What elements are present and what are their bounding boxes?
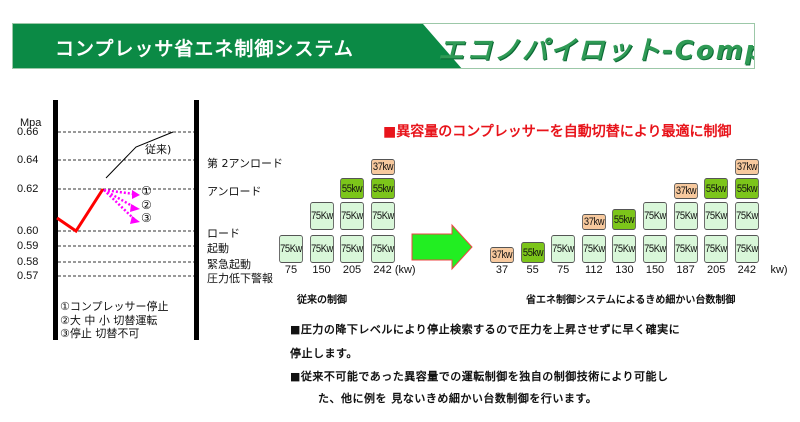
tick-label: 0.58	[17, 256, 39, 268]
level-label: 圧力低下警報	[207, 272, 273, 285]
kw-axis-label: 37	[495, 264, 509, 276]
compressor-block-75kw: 75Kw	[581, 235, 606, 263]
kw-axis-label: 242 (kw)	[373, 264, 416, 276]
legend-item: ②大 中 小 切替運転	[60, 313, 158, 327]
arrowhead-icon	[130, 204, 140, 212]
arrow-3	[103, 189, 135, 220]
marker-1: ①	[141, 184, 152, 198]
arrowhead-icon	[132, 190, 140, 199]
headline: ■異容量のコンプレッサーを自動切替により最適に制御	[383, 124, 732, 140]
banner-title: コンプレッサ省エネ制御システム	[55, 38, 354, 60]
level-label: 起動	[207, 242, 229, 255]
kw-unit: kw)	[770, 264, 788, 276]
header-banner: コンプレッサ省エネ制御システム エコノパイロット-Comp	[12, 23, 755, 69]
arrow-1	[103, 188, 135, 196]
compressor-block-75kw: 75Kw	[673, 202, 698, 230]
compressor-block-75kw: 75Kw	[370, 202, 395, 230]
compressor-block-75kw: 75Kw	[704, 235, 729, 263]
kw-axis-label: 205	[707, 264, 726, 276]
energy-saving-caption: 省エネ制御システムによるきめ細かい台数制御	[526, 295, 736, 306]
compressor-block-75kw: 75Kw	[370, 235, 395, 263]
conventional-caption: 従来の制御	[297, 295, 347, 306]
tick-label: 0.57	[17, 270, 39, 282]
compressor-block-75kw: 75Kw	[340, 235, 364, 263]
level-label: ロード	[207, 227, 240, 240]
kw-axis-label: 205	[342, 264, 362, 276]
note-line: ■従来不可能であった異容量での運転制御を独自の制御技術により可能し	[290, 370, 669, 383]
compressor-block-37kw: 37kw	[734, 159, 759, 175]
kw-axis-label: 150	[645, 264, 665, 276]
kw-axis-label: 75	[557, 264, 570, 276]
compressor-block-37kw: 37kw	[673, 183, 698, 199]
compressor-block-55kw: 55kw	[370, 178, 395, 199]
compressor-block-75kw: 75Kw	[279, 235, 303, 263]
compressor-block-75kw: 75Kw	[643, 202, 667, 230]
compressor-block-75kw: 75Kw	[643, 235, 667, 263]
compressor-block-37kw: 37kw	[370, 159, 395, 175]
legend-item: ①コンプレッサー停止	[60, 300, 169, 313]
left-axis-bar	[53, 100, 58, 340]
compressor-block-75kw: 75Kw	[673, 235, 698, 263]
level-label: 緊急起動	[207, 258, 251, 271]
note-line: ■圧力の降下レベルにより停止検索するので圧力を上昇させずに早く確実に	[290, 323, 681, 336]
marker-3: ③	[141, 211, 152, 225]
unit-label: Mpa	[20, 117, 42, 129]
compressor-block-37kw: 37kw	[581, 214, 606, 230]
kw-axis-label: 130	[615, 264, 634, 276]
compressor-block-75kw: 75Kw	[734, 202, 759, 230]
arrow-2	[103, 188, 135, 209]
tick-label: 0.66	[17, 126, 39, 138]
kw-axis-label: 187	[676, 264, 695, 276]
compressor-block-75kw: 75Kw	[340, 202, 364, 230]
marker-2: ②	[141, 198, 152, 212]
compressor-block-75kw: 75Kw	[612, 235, 637, 263]
compressor-block-75kw: 75Kw	[309, 202, 334, 230]
legend-item: ③停止 切替不可	[60, 327, 140, 340]
legend: ①コンプレッサー停止 ②大 中 小 切替運転 ③停止 切替不可	[60, 300, 169, 341]
kw-axis-label: 242	[737, 264, 756, 276]
compressor-block-75kw: 75Kw	[734, 235, 759, 263]
kw-axis-label: 150	[312, 264, 331, 276]
conventional-label: 従来)	[145, 143, 172, 156]
compressor-block-55kw: 55kw	[340, 178, 364, 199]
product-logo: エコノパイロット-Comp	[438, 36, 755, 66]
tick-label: 0.62	[17, 183, 39, 195]
note-line: た、他に例を 見ないきめ細かい台数制御を行います。	[318, 392, 598, 405]
right-axis-bar	[194, 100, 199, 340]
banner-green-panel	[13, 24, 463, 68]
tick-label: 0.60	[17, 225, 39, 237]
level-label: 第 2アンロード	[207, 157, 284, 170]
new-pressure-line	[56, 188, 105, 234]
kw-axis-label: 112	[585, 264, 603, 276]
kw-axis-label: 75	[284, 264, 298, 276]
tick-label: 0.59	[17, 240, 39, 252]
conventional-pressure-line	[105, 131, 174, 179]
compressor-block-55kw: 55kw	[612, 209, 637, 230]
compressor-block-75kw: 75Kw	[309, 235, 334, 263]
compressor-block-55kw: 55kw	[704, 178, 729, 199]
arrow-right-icon	[411, 223, 473, 271]
kw-axis-label: 55	[526, 264, 539, 276]
compressor-block-55kw: 55kw	[520, 242, 545, 263]
compressor-block-75kw: 75Kw	[551, 235, 576, 263]
level-label: アンロード	[207, 185, 262, 198]
compressor-block-37kw: 37kw	[490, 247, 514, 263]
arrowhead-icon	[130, 216, 140, 224]
note-line: 停止します。	[290, 347, 358, 360]
compressor-block-75kw: 75Kw	[704, 202, 729, 230]
tick-label: 0.64	[17, 154, 39, 166]
compressor-block-55kw: 55kw	[734, 178, 759, 199]
